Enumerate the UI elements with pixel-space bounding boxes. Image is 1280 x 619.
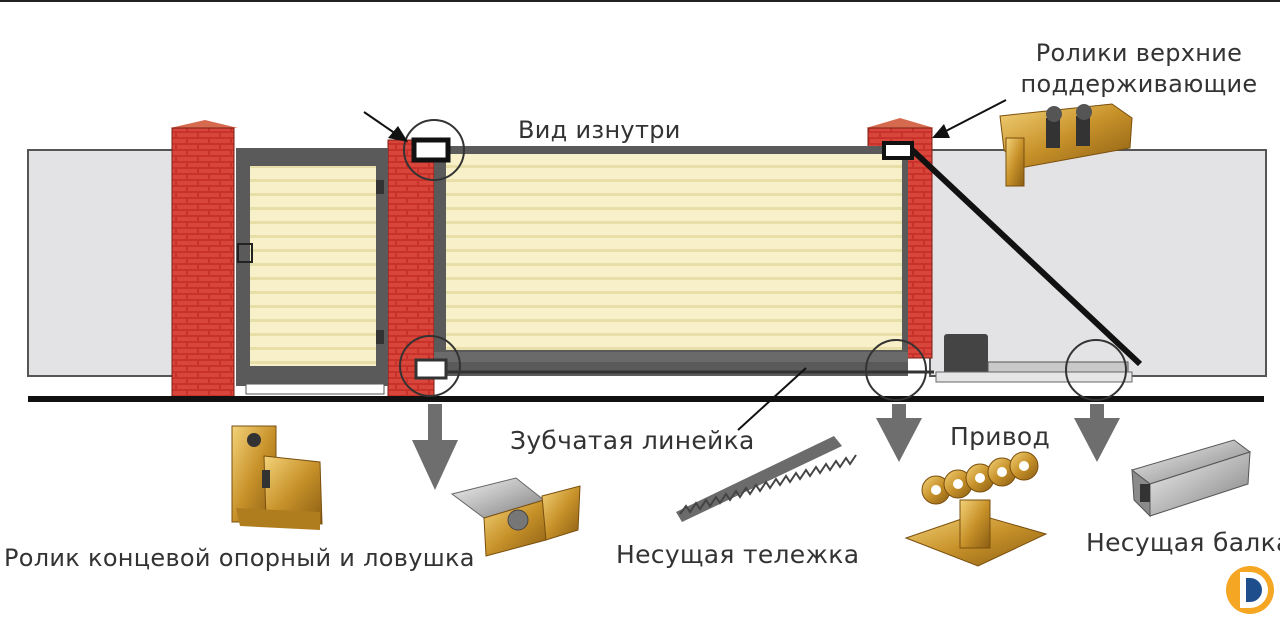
label-end-roller-catcher: Ролик концевой опорный и ловушка	[4, 544, 475, 572]
roller-box-bottom-left	[414, 358, 448, 380]
top-border	[0, 0, 1280, 2]
top-rollers-product	[999, 103, 1133, 187]
ground-rail	[28, 396, 1264, 402]
down-arrow-carriage	[876, 404, 922, 462]
wicket-door	[236, 148, 388, 395]
callout-circle-bottom-left	[399, 335, 461, 397]
label-inside-view: Вид изнутри	[518, 116, 681, 144]
pointer-arrow-top-left	[363, 111, 408, 142]
roller-box-top-right	[882, 141, 914, 160]
label-beam: Несущая балка	[1086, 528, 1280, 557]
label-gear-rack: Зубчатая линейка	[510, 426, 755, 455]
beam-product	[1130, 439, 1252, 518]
callout-circle-top-left	[403, 119, 465, 181]
carriage-product	[904, 451, 1048, 567]
label-top-rollers: Ролики верхние поддерживающие	[1006, 38, 1272, 100]
label-drive: Привод	[950, 422, 1051, 451]
roller-box-top-left	[411, 137, 451, 163]
callout-circle-carriage	[865, 339, 927, 401]
label-top-rollers-line2: поддерживающие	[1020, 70, 1258, 98]
label-top-rollers-line1: Ролики верхние	[1035, 39, 1243, 67]
sliding-gate	[434, 143, 1143, 376]
callout-circle-beam	[1065, 339, 1127, 401]
down-arrow-beam	[1074, 404, 1120, 462]
pointer-line-gear-rack	[737, 367, 807, 431]
pointer-arrow-top-right	[932, 99, 1007, 138]
label-beam-text: Несущая балка	[1086, 528, 1280, 557]
down-arrow-left	[412, 404, 458, 490]
label-carriage: Несущая тележка	[616, 540, 860, 569]
gear-rack-product	[676, 436, 857, 522]
brick-post-left	[170, 120, 238, 399]
end-roller-product	[231, 425, 323, 530]
fence-left	[27, 149, 177, 377]
drive-motor	[935, 334, 1133, 383]
catcher-product	[450, 477, 581, 557]
brand-logo-icon	[1226, 566, 1274, 614]
